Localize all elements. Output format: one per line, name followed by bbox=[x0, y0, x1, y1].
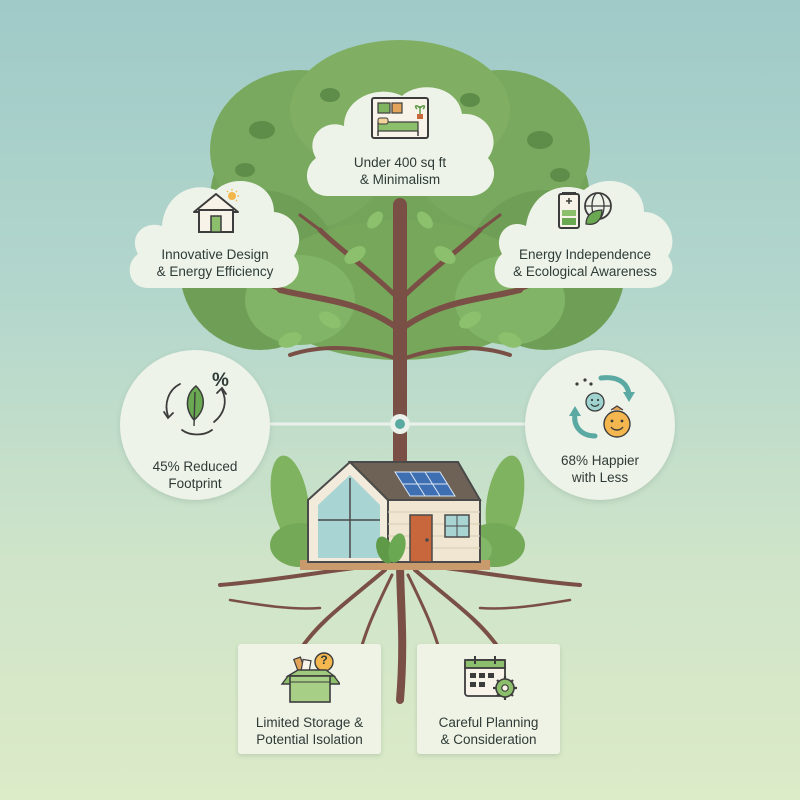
label-line-2: & Minimalism bbox=[359, 172, 441, 187]
node-label: Innovative Design & Energy Efficiency bbox=[124, 246, 306, 280]
label-line-1: Energy Independence bbox=[518, 247, 652, 262]
recycle-leaf-icon bbox=[158, 370, 234, 438]
node-label: Limited Storage & Potential Isolation bbox=[238, 714, 381, 748]
label-line-2: & Energy Efficiency bbox=[156, 264, 274, 279]
node-label: 68% Happier with Less bbox=[525, 452, 675, 486]
node-limited-storage: ? Limited Storage & Potential Isolation bbox=[238, 644, 381, 754]
bedroom-icon bbox=[370, 96, 430, 140]
node-happier-with-less: 68% Happier with Less bbox=[525, 350, 675, 500]
cloud-shape bbox=[494, 181, 673, 288]
node-reduced-footprint: % 45% Reduced Footprint bbox=[120, 350, 270, 500]
label-line-2: Potential Isolation bbox=[256, 732, 363, 747]
node-label: Energy Independence & Ecological Awarene… bbox=[490, 246, 680, 280]
label-line-1: Innovative Design bbox=[161, 247, 269, 262]
battery-globe-icon bbox=[556, 188, 614, 230]
label-line-1: Careful Planning bbox=[438, 715, 539, 730]
tiny-house bbox=[300, 460, 490, 570]
node-innovative-design: Innovative Design & Energy Efficiency bbox=[124, 168, 306, 290]
sun-house-icon bbox=[190, 188, 244, 234]
node-label: Careful Planning & Consideration bbox=[417, 714, 560, 748]
question-mark: ? bbox=[320, 653, 328, 667]
label-line-2: Footprint bbox=[168, 476, 222, 491]
node-minimalism: Under 400 sq ft & Minimalism bbox=[298, 78, 502, 198]
label-line-1: 45% Reduced bbox=[152, 459, 238, 474]
branch-leaves bbox=[278, 211, 522, 348]
label-line-1: Under 400 sq ft bbox=[353, 155, 447, 170]
node-energy-independence: Energy Independence & Ecological Awarene… bbox=[490, 168, 680, 290]
cloud-shape bbox=[306, 87, 495, 196]
label-line-2: & Consideration bbox=[440, 732, 537, 747]
percent-symbol: % bbox=[212, 370, 229, 391]
label-line-2: & Ecological Awareness bbox=[513, 264, 657, 279]
storage-box-icon bbox=[280, 652, 342, 704]
label-line-1: 68% Happier bbox=[560, 453, 640, 468]
connector-line bbox=[268, 414, 532, 434]
cloud-shape bbox=[129, 181, 300, 288]
label-line-2: with Less bbox=[571, 470, 629, 485]
calendar-gear-icon bbox=[463, 654, 519, 702]
happy-faces-icon bbox=[561, 370, 641, 444]
node-label: 45% Reduced Footprint bbox=[120, 458, 270, 492]
label-line-1: Limited Storage & bbox=[255, 715, 364, 730]
node-careful-planning: Careful Planning & Consideration bbox=[417, 644, 560, 754]
node-label: Under 400 sq ft & Minimalism bbox=[298, 154, 502, 188]
